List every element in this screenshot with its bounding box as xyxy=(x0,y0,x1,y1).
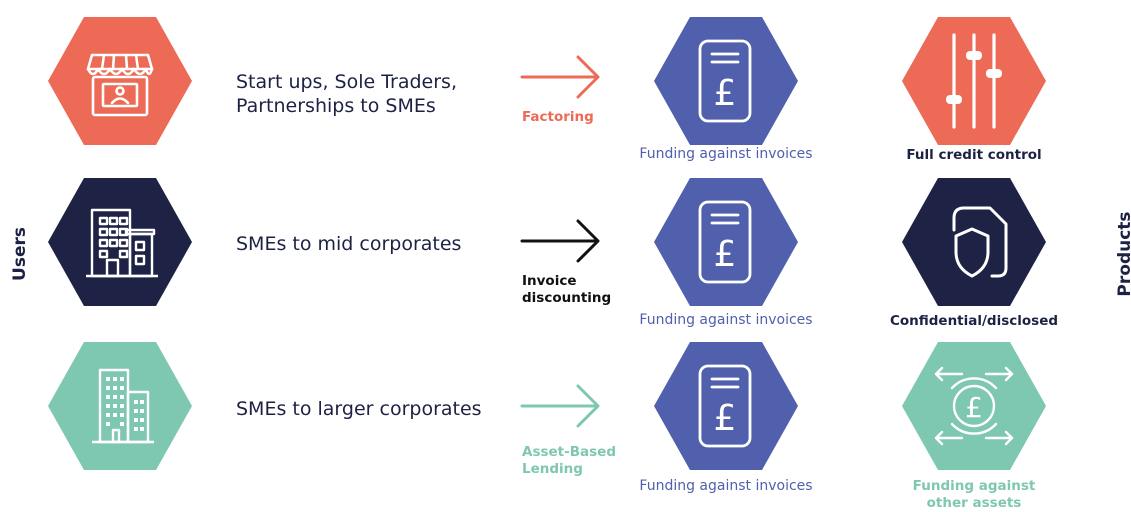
storefront-hexagon xyxy=(48,17,192,145)
arrow-right-icon xyxy=(518,381,604,431)
user-segment-text: SMEs to mid corporates xyxy=(236,233,462,255)
pound-invoice-icon xyxy=(698,39,752,123)
storefront-icon xyxy=(86,53,154,117)
funding-caption: Funding against invoices xyxy=(639,146,813,162)
skyscraper-icon xyxy=(92,368,154,444)
shield-document-hexagon xyxy=(902,178,1046,306)
product-feature-label: Confidential/disclosed xyxy=(889,313,1059,329)
invoice-hexagon: £ xyxy=(654,178,798,306)
arrow-right-icon xyxy=(518,216,604,266)
arrow-right-icon xyxy=(518,52,604,102)
svg-text:£: £ xyxy=(965,391,983,424)
shield-document-icon xyxy=(952,206,1008,278)
user-segment-text: Start ups, Sole Traders, Partnerships to… xyxy=(236,71,457,117)
skyscraper-hexagon xyxy=(48,342,192,470)
invoice-hexagon: £ xyxy=(654,342,798,470)
sliders-icon xyxy=(952,33,996,129)
products-side-label: Products xyxy=(1115,211,1131,297)
user-segment-text: SMEs to larger corporates xyxy=(236,398,482,420)
funding-caption: Funding against invoices xyxy=(639,312,813,328)
product-feature-label: Full credit control xyxy=(906,147,1042,163)
invoice-hexagon: £ xyxy=(654,17,798,145)
svg-text:£: £ xyxy=(714,234,737,275)
product-type-label: Factoring xyxy=(522,109,594,125)
svg-text:£: £ xyxy=(714,73,737,114)
pound-arrows-icon xyxy=(934,366,1014,446)
product-feature-label: Funding against other assets xyxy=(912,478,1036,511)
office-building-hexagon xyxy=(48,178,192,306)
pound-invoice-icon xyxy=(698,200,752,284)
product-type-label: Invoice discounting xyxy=(522,273,612,306)
sliders-hexagon xyxy=(902,17,1046,145)
pound-arrows-hexagon: £ xyxy=(902,342,1046,470)
svg-text:£: £ xyxy=(714,398,737,439)
office-building-icon xyxy=(86,208,158,278)
funding-caption: Funding against invoices xyxy=(639,478,813,494)
users-side-label: Users xyxy=(10,227,30,281)
product-type-label: Asset-Based Lending xyxy=(522,444,616,477)
pound-invoice-icon xyxy=(698,364,752,448)
